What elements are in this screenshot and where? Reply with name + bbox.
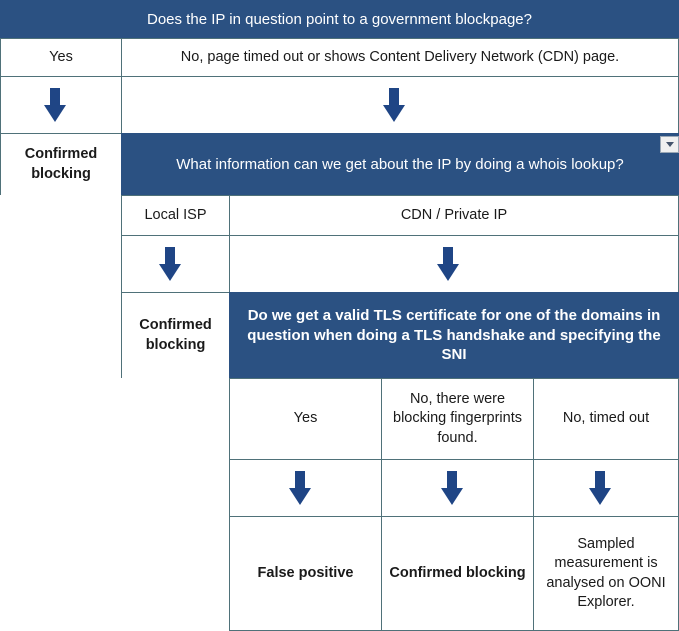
arrow-down-icon	[44, 88, 78, 122]
arrow-cell-level1-no	[121, 76, 679, 134]
arrow-down-icon	[440, 471, 475, 505]
answer-level3-fingerprints-label: No, there were blocking fingerprints fou…	[393, 391, 522, 446]
question-level3-text: Do we get a valid TLS certificate for on…	[247, 306, 661, 364]
answer-level3-timed-out-label: No, timed out	[562, 410, 650, 427]
answer-level3-timed-out[interactable]: No, timed out	[533, 378, 679, 460]
arrow-cell-level3-fingerprints	[381, 459, 534, 517]
answer-level1-no[interactable]: No, page timed out or shows Content Deli…	[121, 38, 679, 77]
outcome-level3-false-positive: False positive	[229, 516, 382, 631]
answer-level3-yes[interactable]: Yes	[229, 378, 382, 460]
outcome-level3-confirmed-blocking: Confirmed blocking	[381, 516, 534, 631]
answer-level2-cdn-private-label: CDN / Private IP	[400, 206, 508, 223]
arrow-down-icon	[288, 471, 323, 505]
answer-level2-cdn-private[interactable]: CDN / Private IP	[229, 195, 679, 236]
chevron-down-icon	[665, 142, 674, 147]
arrow-down-icon	[589, 471, 623, 505]
answer-level2-local-isp[interactable]: Local ISP	[121, 195, 230, 236]
arrow-cell-level2-cdn-private	[229, 235, 679, 293]
answer-level1-yes[interactable]: Yes	[0, 38, 122, 77]
level2-spacer-column	[121, 378, 230, 623]
arrow-cell-level3-yes	[229, 459, 382, 517]
answer-level3-yes-label: Yes	[293, 410, 318, 427]
outcome-level3-sampled-measurement: Sampled measurement is analysed on OONI …	[533, 516, 679, 631]
left-spacer-column	[0, 195, 122, 623]
arrow-down-icon	[437, 247, 471, 281]
answer-level1-yes-label: Yes	[49, 48, 73, 65]
question-level2-text: What information can we get about the IP…	[176, 155, 624, 173]
question-level1-header: Does the IP in question point to a gover…	[0, 0, 679, 39]
outcome-level3-false-positive-label: False positive	[257, 564, 354, 581]
arrow-cell-level3-timed-out	[533, 459, 679, 517]
question-level3-header: Do we get a valid TLS certificate for on…	[229, 292, 679, 379]
outcome-level1-confirmed-blocking: Confirmed blocking	[0, 133, 122, 196]
question-level1-text: Does the IP in question point to a gover…	[147, 10, 532, 28]
question-level2-header: What information can we get about the IP…	[121, 133, 679, 196]
answer-level1-no-label: No, page timed out or shows Content Deli…	[180, 48, 620, 65]
outcome-level2-confirmed-blocking: Confirmed blocking	[121, 292, 230, 379]
arrow-cell-level2-local-isp	[121, 235, 230, 293]
arrow-cell-level1-yes	[0, 76, 122, 134]
outcome-level3-sampled-measurement-label: Sampled measurement is analysed on OONI …	[546, 536, 666, 610]
outcome-level3-confirmed-blocking-label: Confirmed blocking	[389, 564, 526, 581]
arrow-down-icon	[383, 88, 417, 122]
outcome-level1-label: Confirmed blocking	[24, 146, 98, 182]
filter-dropdown-icon[interactable]	[660, 136, 679, 153]
answer-level3-fingerprints[interactable]: No, there were blocking fingerprints fou…	[381, 378, 534, 460]
answer-level2-local-isp-label: Local ISP	[144, 206, 207, 223]
outcome-level2-label: Confirmed blocking	[139, 317, 212, 353]
arrow-down-icon	[158, 247, 193, 281]
